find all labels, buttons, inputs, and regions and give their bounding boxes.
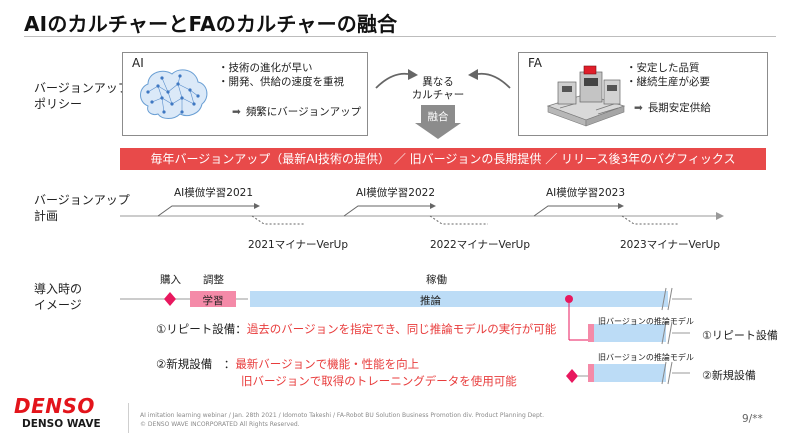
repeat-equipment-label: ①リピート設備 — [702, 329, 778, 342]
old-model-label-repeat: 旧バージョンの推論モデル — [598, 317, 694, 326]
new-note-body-1: 最新バージョンで機能・性能を向上 — [235, 357, 420, 371]
plan-major-2021: AI模倣学習2021 — [174, 187, 254, 199]
page-number: 9/** — [742, 413, 763, 425]
fa-bullet-2: ・継続生産が必要 — [626, 76, 710, 88]
ai-bullet-2: ・開発、供給の速度を重視 — [218, 76, 344, 88]
page-title: AIのカルチャーとFAのカルチャーの融合 — [24, 12, 398, 36]
ai-bullets: ・技術の進化が早い ・開発、供給の速度を重視 — [218, 61, 344, 89]
plan-major-2023: AI模倣学習2023 — [546, 187, 626, 199]
purchase-label: 購入 — [160, 274, 181, 286]
plan-timeline — [120, 203, 724, 225]
new-note-head: ②新規設備 ： — [156, 357, 236, 371]
fa-machine-icon — [540, 58, 630, 130]
fa-bullets: ・安定した品質 ・継続生産が必要 — [626, 61, 710, 89]
purchase-diamond — [164, 292, 176, 306]
plan-minor-2023: 2023マイナーVerUp — [620, 239, 721, 251]
arrow-right-icon: ➡ — [634, 102, 643, 114]
inference-bar-label: 推論 — [420, 295, 441, 307]
merge-down-arrow-icon — [415, 105, 461, 139]
fa-bullet-1: ・安定した品質 — [626, 62, 700, 74]
title-rule — [24, 36, 776, 37]
footer-copyright: © DENSO WAVE INCORPORATED All Rights Res… — [140, 421, 300, 428]
repeat-note-body: 過去のバージョンを指定でき、同じ推論モデルの実行が可能 — [246, 322, 557, 336]
ai-bullet-1: ・技術の進化が早い — [218, 62, 313, 74]
converging-arrows — [375, 69, 511, 89]
row-label-policy: バージョンアップ ポリシー — [34, 81, 130, 111]
old-model-label-new: 旧バージョンの推論モデル — [598, 353, 694, 362]
repeat-note-head: ①リピート設備： — [156, 322, 247, 336]
fa-note: ➡ 長期安定供給 — [634, 100, 711, 115]
new-equipment-label: ②新規設備 — [702, 369, 756, 382]
row-label-intro: 導入時の イメージ — [34, 282, 83, 312]
operation-label: 稼働 — [426, 274, 447, 286]
fa-note-text: 長期安定供給 — [647, 102, 711, 114]
intro-timeline — [120, 287, 692, 385]
plan-minor-2022: 2022マイナーVerUp — [430, 239, 531, 251]
adjust-label: 調整 — [203, 274, 224, 286]
ai-note-text: 頻繁にバージョンアップ — [245, 106, 362, 118]
merge-label: 融合 — [427, 111, 449, 123]
denso-logo: DENSO — [14, 394, 95, 418]
footer-credit: AI imitation learning webinar / Jan. 28t… — [140, 412, 545, 419]
repeat-note: ①リピート設備：過去のバージョンを指定でき、同じ推論モデルの実行が可能 — [156, 321, 556, 337]
new-note: ②新規設備 ：最新バージョンで機能・性能を向上 — [156, 356, 419, 372]
policy-banner: 毎年バージョンアップ（最新AI技術の提供） ／ 旧バージョンの長期提供 ／ リリ… — [120, 148, 766, 170]
plan-minor-2021: 2021マイナーVerUp — [248, 239, 349, 251]
ai-box-tag: AI — [132, 56, 144, 70]
footer-divider — [128, 403, 129, 433]
ai-brain-icon — [134, 62, 212, 126]
arrow-right-icon: ➡ — [232, 106, 241, 118]
row-label-plan: バージョンアップ 計画 — [34, 193, 130, 223]
plan-major-2022: AI模倣学習2022 — [356, 187, 436, 199]
new-note-body-2: 旧バージョンで取得のトレーニングデータを使用可能 — [241, 374, 517, 388]
learning-bar-label: 学習 — [202, 295, 224, 307]
different-culture-caption: 異なる カルチャー — [411, 76, 465, 101]
fa-box-tag: FA — [528, 56, 543, 70]
denso-wave-logo: DENSO WAVE — [22, 418, 101, 430]
ai-note: ➡ 頻繁にバージョンアップ — [232, 104, 361, 119]
